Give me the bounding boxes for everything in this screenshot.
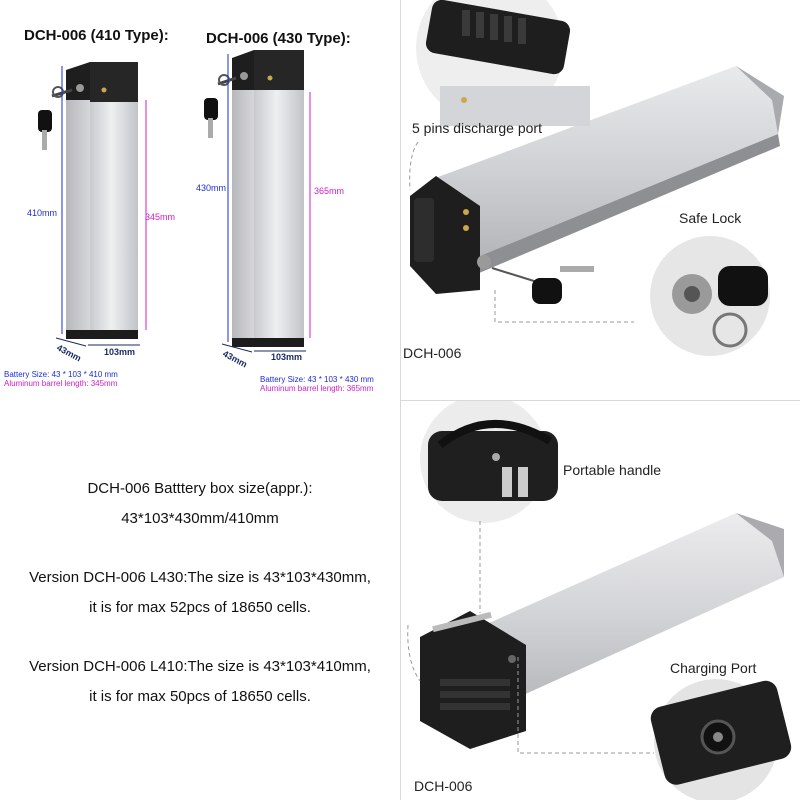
horizontal-divider bbox=[400, 400, 800, 401]
type410-width-label: 103mm bbox=[104, 347, 136, 357]
type430-height-label: 430mm bbox=[196, 183, 227, 193]
desc-line-6: it is for max 50pcs of 18650 cells. bbox=[89, 688, 311, 705]
type410-spec-barrel: Aluminum barrel length: 345mm bbox=[4, 379, 118, 388]
product-code-top: DCH-006 bbox=[403, 345, 462, 361]
type430-spec-size: Battery Size: 43 * 103 * 430 mm bbox=[260, 375, 374, 384]
desc-line-2: 43*103*430mm/410mm bbox=[121, 510, 279, 527]
dimension-drawings bbox=[38, 50, 311, 353]
label-safe-lock: Safe Lock bbox=[679, 210, 742, 226]
type410-spec-size: Battery Size: 43 * 103 * 410 mm bbox=[4, 370, 118, 379]
desc-line-5: Version DCH-006 L410:The size is 43*103*… bbox=[29, 658, 371, 675]
battery-430-image bbox=[204, 50, 304, 347]
type430-width-label: 103mm bbox=[271, 352, 303, 362]
label-portable-handle: Portable handle bbox=[563, 462, 662, 478]
battery-top-view bbox=[409, 0, 784, 356]
type410-height-label: 410mm bbox=[27, 208, 58, 218]
type430-title: DCH-006 (430 Type): bbox=[206, 30, 351, 47]
type410-spec: Battery Size: 43 * 103 * 410 mm Aluminum… bbox=[4, 370, 118, 388]
label-charging-port: Charging Port bbox=[670, 660, 757, 676]
desc-line-4: it is for max 52pcs of 18650 cells. bbox=[89, 599, 311, 616]
type430-barrel-label: 365mm bbox=[314, 186, 345, 196]
product-code-bottom: DCH-006 bbox=[414, 778, 473, 794]
desc-line-3: Version DCH-006 L430:The size is 43*103*… bbox=[29, 569, 371, 586]
type430-spec-barrel: Aluminum barrel length: 365mm bbox=[260, 384, 374, 393]
desc-line-1: DCH-006 Batttery box size(appr.): bbox=[87, 480, 313, 497]
type430-spec: Battery Size: 43 * 103 * 430 mm Aluminum… bbox=[260, 375, 374, 393]
label-discharge-port: 5 pins discharge port bbox=[412, 120, 542, 136]
type410-title: DCH-006 (410 Type): bbox=[24, 27, 169, 44]
type410-barrel-label: 345mm bbox=[145, 212, 176, 222]
battery-bottom-view bbox=[407, 401, 792, 800]
battery-410-image bbox=[38, 62, 138, 339]
